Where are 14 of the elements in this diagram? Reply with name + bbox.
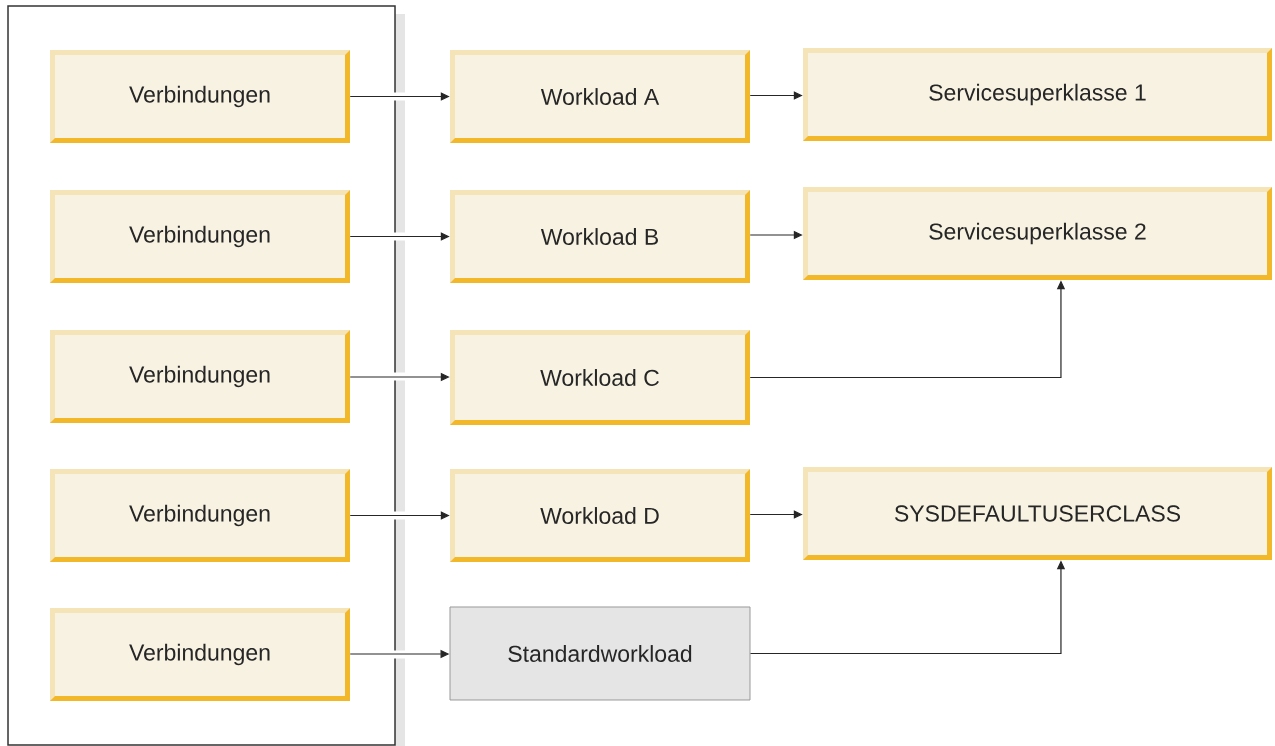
process-box: Verbindungen: [50, 50, 350, 143]
process-box: Verbindungen: [50, 469, 350, 562]
process-box: SYSDEFAULTUSERCLASS: [803, 467, 1272, 560]
process-box: Verbindungen: [50, 608, 350, 701]
process-box: Workload C: [450, 330, 750, 425]
process-box: Standardworkload: [449, 606, 751, 701]
process-box: Servicesuperklasse 2: [803, 187, 1272, 280]
process-box: Verbindungen: [50, 190, 350, 283]
process-box: Workload D: [450, 469, 750, 562]
process-box: Workload B: [450, 190, 750, 283]
process-box: Verbindungen: [50, 330, 350, 423]
process-box: Workload A: [450, 50, 750, 143]
group-frame: [7, 5, 406, 746]
process-box: Servicesuperklasse 1: [803, 48, 1272, 141]
